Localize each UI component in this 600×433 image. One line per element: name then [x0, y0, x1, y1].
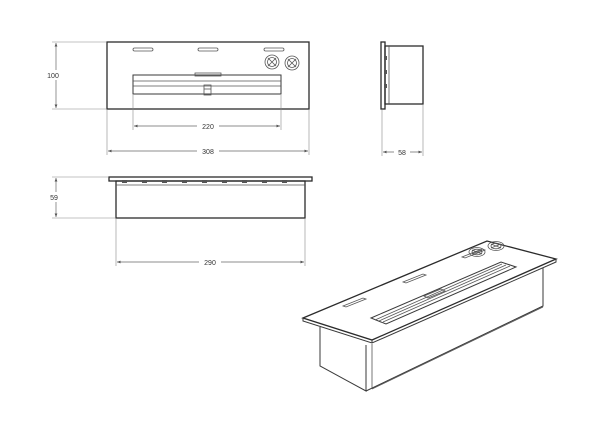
side-view: 58 — [380, 41, 424, 157]
knob-icon — [487, 241, 505, 251]
vent-slot-middle — [197, 47, 219, 52]
knob-icon — [468, 247, 486, 257]
iso-slot-handle — [423, 288, 446, 299]
dim-label-290: 290 — [204, 260, 216, 267]
slide-lever — [203, 84, 212, 96]
dim-label-58: 58 — [398, 150, 406, 157]
iso-top-plate — [301, 240, 558, 341]
knob-icon — [264, 54, 280, 70]
top-view-outline — [106, 41, 310, 110]
front-view: 59 290 — [46, 176, 313, 267]
vent-slot-left — [132, 47, 154, 52]
top-view: 100 220 308 — [44, 41, 310, 156]
side-view-body — [384, 45, 424, 105]
iso-vent-slot — [341, 297, 368, 308]
front-view-body — [115, 180, 306, 219]
dim-label-308: 308 — [202, 149, 214, 156]
knob-icon — [284, 55, 300, 71]
burner-opening — [132, 74, 282, 95]
iso-burner-opening — [369, 261, 518, 325]
isometric-view — [301, 240, 558, 392]
front-view-clips — [122, 180, 287, 183]
dim-label-100: 100 — [47, 73, 59, 80]
dim-label-59: 59 — [50, 195, 58, 202]
slot-cover-handle — [194, 72, 222, 77]
dim-label-220: 220 — [202, 124, 214, 131]
iso-vent-slot — [401, 273, 428, 284]
vent-slot-right — [263, 47, 285, 52]
